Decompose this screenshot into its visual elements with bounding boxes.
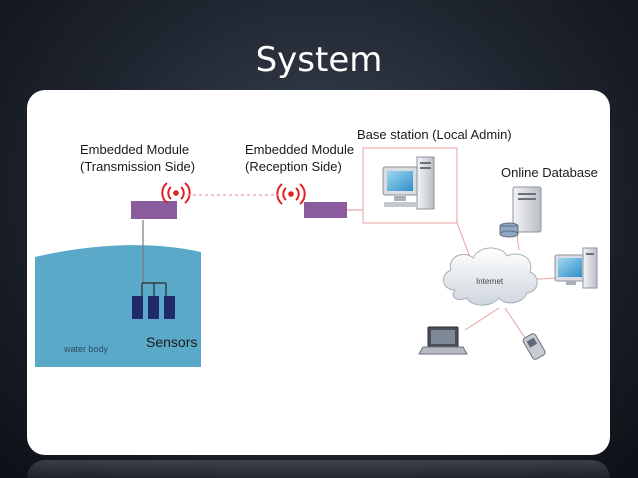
sensor-array bbox=[132, 282, 175, 319]
reception-module-label: Embedded Module (Reception Side) bbox=[245, 141, 354, 175]
sensor bbox=[132, 296, 143, 319]
mobile-phone-icon bbox=[522, 333, 546, 360]
slide-title: System bbox=[255, 40, 383, 80]
transmission-module-line2: (Transmission Side) bbox=[80, 159, 196, 174]
transmission-module-block bbox=[131, 201, 177, 219]
reception-module-line2: (Reception Side) bbox=[245, 159, 342, 174]
sensor bbox=[148, 296, 159, 319]
panel-reflection bbox=[27, 460, 610, 478]
desktop-computer-icon bbox=[554, 247, 598, 289]
water-body bbox=[35, 245, 201, 367]
database-server-icon bbox=[499, 186, 542, 238]
transmit-signal-icon bbox=[161, 182, 191, 204]
system-diagram bbox=[35, 147, 598, 367]
sensors-label: Sensors bbox=[146, 334, 198, 350]
internet-label: Internet bbox=[476, 277, 504, 286]
base-station-label: Base station (Local Admin) bbox=[357, 127, 512, 142]
laptop-icon bbox=[418, 326, 468, 355]
reception-module-block bbox=[304, 202, 347, 218]
reception-module-line1: Embedded Module bbox=[245, 142, 355, 157]
water-body-label: water body bbox=[64, 344, 109, 354]
receive-signal-icon bbox=[276, 183, 306, 205]
content-panel: Embedded Module (Transmission Side) Embe… bbox=[27, 90, 610, 455]
transmission-module-label: Embedded Module (Transmission Side) bbox=[80, 141, 195, 175]
online-database-label: Online Database bbox=[501, 165, 598, 180]
base-station-computer-icon bbox=[382, 156, 435, 210]
sensor bbox=[164, 296, 175, 319]
transmission-module-line1: Embedded Module bbox=[80, 142, 190, 157]
internet-cloud-icon bbox=[443, 247, 538, 306]
base-station-box bbox=[362, 147, 458, 224]
